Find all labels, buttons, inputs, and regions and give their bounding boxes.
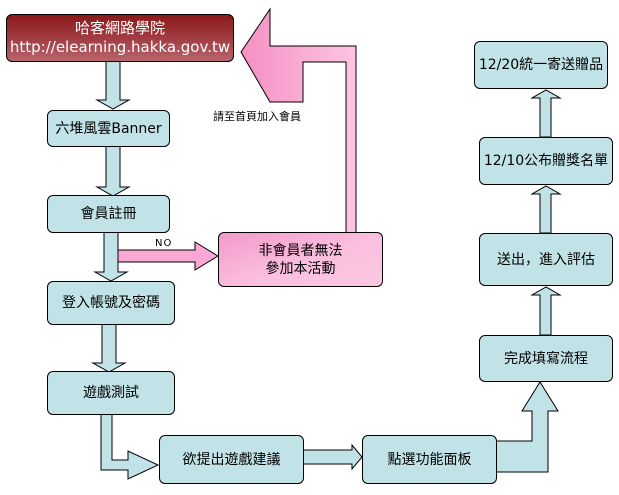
arrow-register-to-reject	[117, 241, 219, 271]
start-url: http://elearning.hakka.gov.tw	[9, 38, 231, 56]
node-reject: 非會員者無法 參加本活動	[218, 232, 383, 287]
announce-label: 12/10公布贈獎名單	[483, 153, 609, 169]
send-gift-label: 12/20統一寄送贈品	[478, 57, 604, 73]
node-login: 登入帳號及密碼	[47, 281, 175, 325]
node-send-gift: 12/20統一寄送贈品	[474, 41, 608, 89]
node-panel: 點選功能面板	[362, 435, 497, 484]
node-register: 會員註冊	[47, 195, 170, 233]
arrow-test-to-suggest	[100, 413, 160, 480]
node-banner: 六堆風雲Banner	[47, 110, 170, 147]
arrow-complete-to-evaluate	[530, 286, 562, 336]
panel-label: 點選功能面板	[387, 451, 472, 468]
login-label: 登入帳號及密碼	[62, 295, 160, 311]
edge-label-go-home: 請至首頁加入會員	[213, 110, 301, 123]
node-complete: 完成填寫流程	[479, 335, 613, 382]
node-suggest: 欲提出遊戲建議	[159, 435, 304, 484]
banner-label: 六堆風雲Banner	[55, 120, 162, 137]
arrow-register-to-login	[93, 231, 129, 282]
arrow-evaluate-to-announce	[530, 185, 562, 234]
node-announce: 12/10公布贈獎名單	[479, 137, 613, 185]
arrow-suggest-to-panel	[302, 443, 363, 471]
suggest-label: 欲提出遊戲建議	[182, 451, 281, 468]
start-title: 哈客網路學院	[74, 19, 165, 37]
arrow-banner-to-register	[95, 145, 131, 197]
edge-label-no: NO	[155, 238, 173, 249]
arrow-announce-to-sendgift	[530, 89, 562, 138]
arrow-start-to-banner	[95, 60, 131, 110]
test-label: 遊戲測試	[83, 385, 139, 401]
register-label: 會員註冊	[80, 206, 137, 222]
arrow-panel-to-complete	[495, 381, 559, 473]
complete-label: 完成填寫流程	[504, 350, 588, 367]
reject-line2: 參加本活動	[265, 260, 336, 277]
reject-line1: 非會員者無法	[258, 242, 343, 259]
evaluate-label: 送出，進入評估	[497, 251, 595, 268]
node-test: 遊戲測試	[47, 371, 175, 415]
node-evaluate: 送出，進入評估	[479, 233, 613, 286]
arrow-login-to-test	[91, 323, 127, 373]
arrow-reject-to-start	[240, 7, 357, 234]
node-start: 哈客網路學院 http://elearning.hakka.gov.tw	[6, 14, 234, 62]
